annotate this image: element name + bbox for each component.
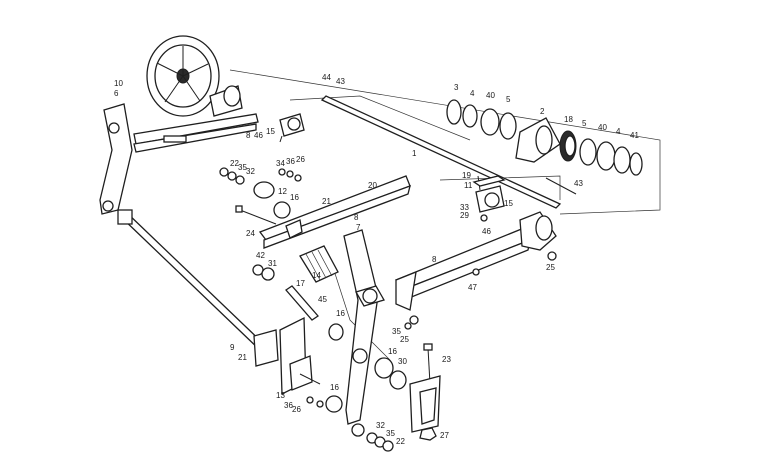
callout-16: 17 (296, 279, 305, 288)
callout-35: 34 (276, 159, 285, 168)
callout-17-upper: 15 (266, 127, 275, 136)
left-lever-arm (99, 103, 133, 215)
callout-5-right: 5 (582, 119, 587, 128)
callout-25-right: 25 (546, 263, 555, 272)
callout-33-upper: 32 (246, 167, 255, 176)
callout-39-upper: 36 (286, 157, 295, 166)
callout-5-left: 5 (506, 95, 511, 104)
callout-3: 3 (454, 83, 459, 92)
callout-45: 45 (318, 295, 327, 304)
callout-8-mid: 8 (354, 213, 359, 222)
guide-lines (229, 69, 661, 361)
callout-13: 13 (276, 391, 285, 400)
bolt-20 (235, 205, 277, 225)
callout-30-lower: 26 (292, 405, 301, 414)
callout-8-upper: 8 (246, 131, 251, 140)
clamp-block-upper (279, 113, 305, 143)
bearing-bracket (209, 85, 243, 117)
callout-17-right: 15 (504, 199, 513, 208)
callout-41: 41 (630, 131, 639, 140)
callout-9: 9 (230, 343, 235, 352)
callout-46-upper: 46 (254, 131, 263, 140)
callout-43-right: 43 (574, 179, 583, 188)
callout-40-left: 40 (486, 91, 495, 100)
callout-7: 7 (356, 223, 361, 232)
callout-30-upper: 26 (296, 155, 305, 164)
cross-bar (117, 209, 279, 367)
callout-47: 47 (468, 283, 477, 292)
callout-37-upper: 35 (238, 163, 247, 172)
callout-21: 23 (442, 355, 451, 364)
nut-26 (419, 427, 437, 441)
clamp-block-right (472, 175, 506, 213)
callout-19-lower: 16 (330, 383, 339, 392)
callout-28: 29 (460, 211, 469, 220)
callout-10: 10 (114, 79, 123, 88)
upper-rail (133, 113, 259, 153)
middle-rail (258, 175, 411, 249)
callout-24-low: 21 (238, 353, 247, 362)
callout-44: 44 (322, 73, 331, 82)
callout-22: 19 (462, 171, 471, 180)
callout-40-right: 40 (598, 123, 607, 132)
pulley-wheel (146, 35, 220, 117)
pin-16 (285, 285, 319, 321)
callout-12: 12 (278, 187, 287, 196)
main-lever (343, 229, 385, 437)
callout-32: 31 (268, 259, 277, 268)
bracket-21 (409, 343, 441, 433)
callout-15-right: 16 (388, 347, 397, 356)
washers-bottom (366, 432, 394, 452)
bearing-stack (446, 99, 643, 176)
callout-8-lower: 8 (432, 255, 437, 264)
washer-31 (389, 370, 407, 390)
callout-39-lower: 36 (284, 401, 293, 410)
callout-25-mid: 25 (400, 335, 409, 344)
callout-24-mid: 21 (322, 197, 331, 206)
bushing-15 (328, 323, 394, 379)
callout-27: 22 (230, 159, 239, 168)
callout-27-lower: 22 (396, 437, 405, 446)
callout-46-right: 46 (482, 227, 491, 236)
callout-19-upper: 16 (290, 193, 299, 202)
callout-42: 42 (256, 251, 265, 260)
callout-37-lower: 35 (386, 429, 395, 438)
callout-26: 27 (440, 431, 449, 440)
bushing-19-lower (325, 395, 343, 413)
callout-6: 6 (114, 89, 119, 98)
callout-11: 11 (464, 181, 473, 190)
callout-20: 24 (246, 229, 255, 238)
callout-43-top: 43 (336, 77, 345, 86)
callout-36: 35 (392, 327, 401, 336)
callout-labels: 10 6 8 46 15 44 43 3 4 40 5 2 18 5 40 4 … (114, 73, 639, 446)
callout-23: 20 (368, 181, 377, 190)
callout-15-left: 16 (336, 309, 345, 318)
callout-33-lower: 32 (376, 421, 385, 430)
small-hardware (219, 167, 557, 408)
callout-14: 14 (312, 271, 321, 280)
callout-1: 1 (412, 149, 417, 158)
callout-31: 30 (398, 357, 407, 366)
callout-2: 2 (540, 107, 545, 116)
callout-4-left: 4 (470, 89, 475, 98)
mount-plate (279, 316, 321, 396)
callout-4-right: 4 (616, 127, 621, 136)
bushing-upper (253, 181, 291, 219)
washers-left (252, 264, 275, 281)
callout-34: 33 (460, 203, 469, 212)
lower-rail (395, 211, 557, 311)
callout-18: 18 (564, 115, 573, 124)
sleeve-spring (299, 245, 339, 283)
